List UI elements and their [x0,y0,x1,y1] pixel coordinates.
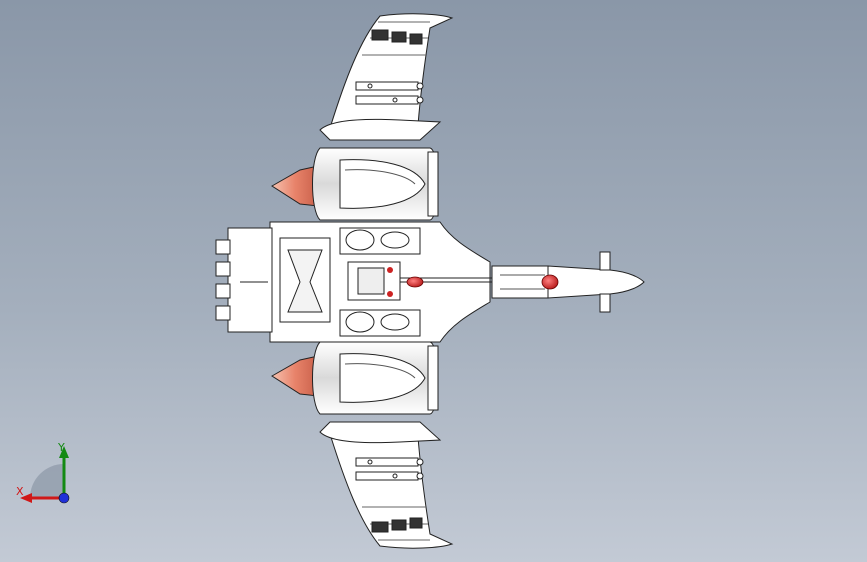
lower-wing [319,421,454,549]
upper-wing [319,13,454,141]
coordinate-triad: X Y [10,440,80,510]
rear-section [215,227,273,333]
upper-engine-nacelle [271,147,439,221]
lower-engine-nacelle [271,341,439,415]
triad-graphic [20,446,70,504]
red-components [387,267,559,297]
y-axis-label: Y [58,441,65,454]
x-axis-label: X [16,485,24,498]
fuselage [269,221,492,343]
nose-section [491,251,645,313]
